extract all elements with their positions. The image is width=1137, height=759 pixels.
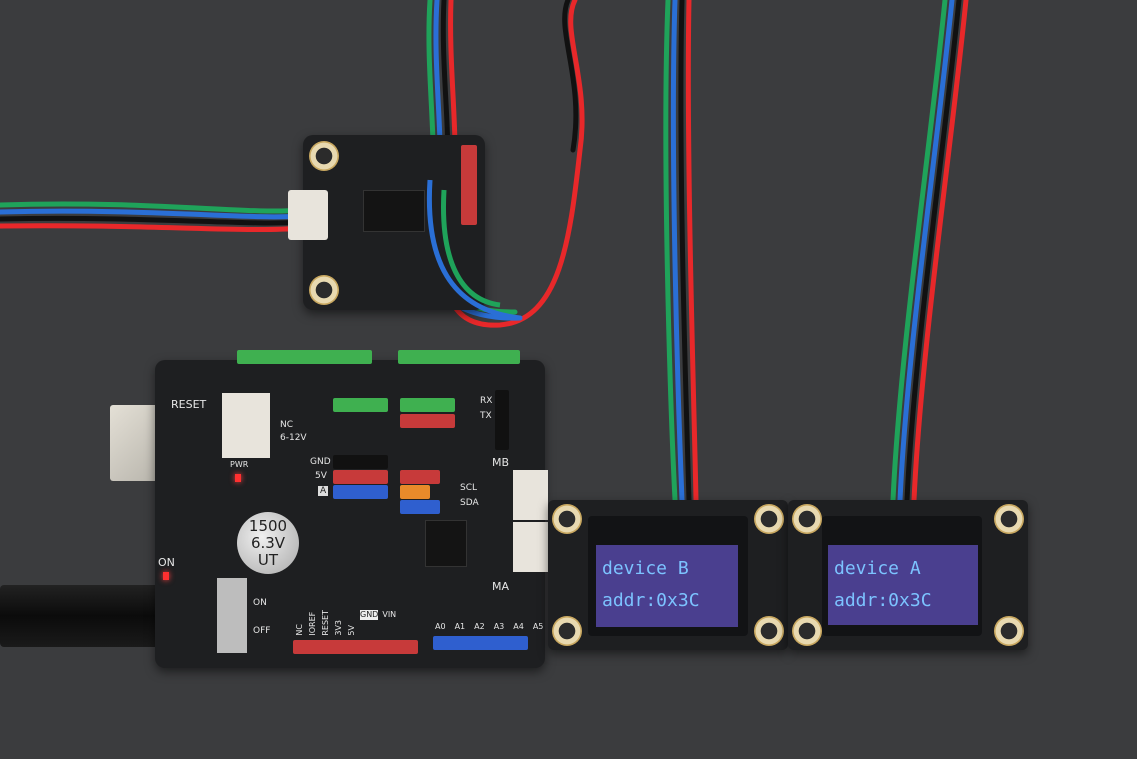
label-ma: MA: [492, 580, 510, 593]
i2c-5v-row: [400, 470, 440, 484]
cap-label: 1500: [248, 517, 288, 535]
pin-label: 5V: [347, 625, 356, 636]
pin-label: A0: [435, 622, 446, 631]
digital-header: [237, 350, 372, 364]
oled-line-2: addr:0x3C: [834, 590, 932, 611]
capacitor: 1500 6.3V UT: [237, 512, 299, 574]
main-controller-board: RESET NC 6-12V PWR ON 1500 6.3V UT GND 5…: [155, 350, 548, 668]
on-led: [163, 572, 169, 580]
pin-label: A1: [454, 622, 466, 631]
chip: [363, 190, 425, 232]
oled-module-a: device A addr:0x3C: [788, 500, 1028, 650]
motor-connector-a: [513, 522, 548, 572]
oled-module-b: device B addr:0x3C: [548, 500, 788, 650]
cap-label: UT: [257, 551, 279, 569]
pin-label: A4: [513, 622, 524, 631]
pin-label: A2: [474, 622, 485, 631]
gpio-header: [400, 414, 455, 428]
gnd-row: [333, 455, 388, 469]
pwr-led: [235, 474, 241, 482]
pin-label: A3: [493, 622, 505, 631]
5v-row: [333, 470, 388, 484]
label-reset: RESET: [171, 398, 207, 411]
label-on: ON: [158, 556, 175, 569]
pin-label: A5: [532, 622, 544, 631]
label-switch-off: OFF: [253, 626, 271, 636]
oled-screen: device A addr:0x3C: [828, 545, 978, 625]
oled-line-2: addr:0x3C: [602, 590, 700, 611]
power-header: NC IOREF RESET 3V3 5V GND VIN: [295, 610, 396, 636]
i2c-scl-row: [400, 485, 430, 499]
mounting-hole: [552, 504, 582, 534]
mounting-hole: [754, 504, 784, 534]
pin-label: VIN: [382, 610, 397, 619]
gpio-header: [400, 398, 455, 412]
mounting-hole: [792, 616, 822, 646]
ph-connector: [222, 393, 270, 458]
oled-screen: device B addr:0x3C: [596, 545, 738, 627]
label-pwr: PWR: [230, 460, 249, 469]
pin-label: NC: [295, 624, 304, 636]
label-a: A: [318, 486, 329, 496]
pin-label: GND: [360, 610, 379, 620]
motor-driver-chip: [425, 520, 467, 567]
label-tx: TX: [480, 411, 492, 421]
pin-label: 3V3: [334, 619, 343, 636]
pin-header: [461, 145, 477, 225]
analog-pin-header: [433, 636, 528, 650]
analog-row: [333, 485, 388, 499]
cap-label: 6.3V: [250, 534, 286, 552]
mounting-hole: [309, 275, 339, 305]
pin-label: RESET: [321, 610, 330, 636]
connector: [288, 190, 328, 240]
label-mb: MB: [492, 456, 510, 469]
label-sda: SDA: [460, 498, 479, 508]
i2c-hub-module: [288, 135, 485, 310]
mounting-hole: [552, 616, 582, 646]
gpio-header: [333, 398, 388, 412]
analog-header: A0 A1 A2 A3 A4 A5: [435, 622, 543, 631]
serial-header: [495, 390, 509, 450]
oled-line-1: device A: [834, 558, 921, 579]
label-switch-on: ON: [253, 598, 267, 608]
power-switch: [217, 578, 247, 653]
mounting-hole: [792, 504, 822, 534]
mounting-hole: [994, 616, 1024, 646]
power-pin-header: [293, 640, 418, 654]
i2c-sda-row: [400, 500, 440, 514]
label-scl: SCL: [460, 483, 478, 493]
mounting-hole: [994, 504, 1024, 534]
label-nc: NC: [280, 420, 294, 430]
label-5v: 5V: [315, 471, 327, 481]
motor-connector-b: [513, 470, 548, 520]
pin-label: IOREF: [308, 611, 317, 636]
label-gnd: GND: [310, 457, 331, 467]
digital-header: [398, 350, 520, 364]
mounting-hole: [754, 616, 784, 646]
label-rx: RX: [480, 396, 493, 406]
mounting-hole: [309, 141, 339, 171]
label-6-12v: 6-12V: [280, 433, 307, 443]
oled-line-1: device B: [602, 558, 689, 579]
